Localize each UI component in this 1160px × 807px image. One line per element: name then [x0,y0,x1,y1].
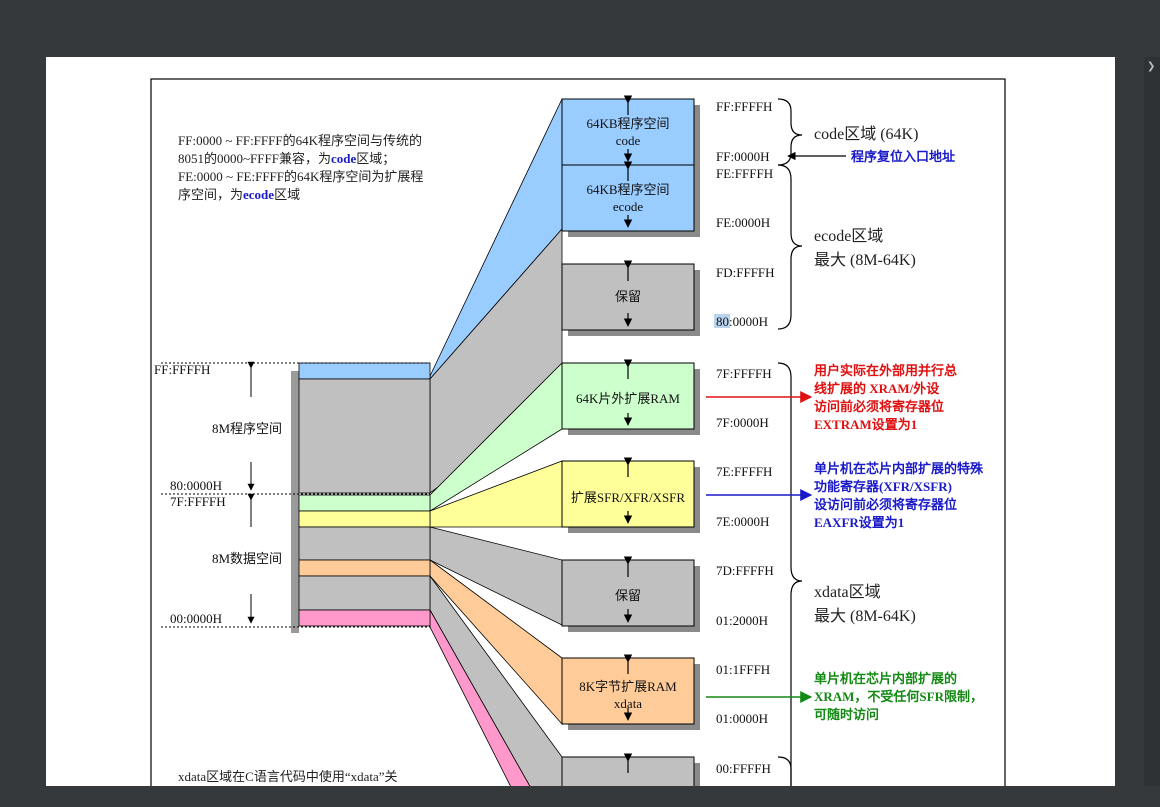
annotation-blue-2: 功能寄存器(XFR/XSFR) [814,479,952,494]
left-seg-sfr [298,510,431,528]
addr-ff-ffff: FF:FFFFH [716,99,772,114]
region-ecode-label: ecode区域 [814,227,883,245]
annotation-green-2: XRAM，不受任何SFR限制， [814,689,983,704]
brace-code [777,98,803,166]
addr-7f-ffff: 7F:FFFFH [716,366,772,381]
addr-01-1fff: 01:1FFFH [716,662,770,677]
viewer-toolbar [0,0,1160,57]
addr-7e-0000: 7E:0000H [716,514,769,529]
annotation-red-1: 用户实际在外部用并行总 [813,363,957,378]
region-ecode-size: 最大 (8M-64K) [814,251,916,269]
region-code-label: code区域 (64K) [814,125,918,143]
block-ecode: 64KB程序空间 ecode [561,164,700,237]
block-xdata-line2: xdata [614,696,642,711]
addr-7f-0000: 7F:0000H [716,415,769,430]
addr-80-0000: 80:0000H [716,314,768,329]
viewer-bottom-bar [0,786,1160,807]
next-page-arrow-icon[interactable]: ❯ [1147,61,1156,72]
left-seg-low [298,575,431,611]
annotation-ext-ram: 用户实际在外部用并行总 线扩展的 XRAM/外设 访问前必须将寄存器位 EXTR… [813,363,957,432]
block-ext-ram: 64K片外扩展RAM [561,362,700,435]
annotation-sfr: 单片机在芯片内部扩展的特殊 功能寄存器(XFR/XSFR) 设访问前必须将寄存器… [814,461,984,530]
viewer-scroll-strip[interactable]: ❯ [1144,57,1160,786]
block-reserved-2: 保留 [561,559,700,632]
memory-map-diagram: FF:FFFFH 8M程序空间 80:0000H 7F:FFFFH 8M数据空间… [150,78,1006,786]
left-data-space-label: 8M数据空间 [212,551,282,566]
brace-xdata [777,362,803,786]
left-seg-ext-ram [298,494,431,512]
addr-ff-0000: FF:0000H [716,149,769,164]
left-addr-00: 00:0000H [170,611,222,626]
left-addr-7f: 7F:FFFFH [170,494,226,509]
addr-7d-ffff: 7D:FFFFH [716,563,774,578]
note-line-1: FF:0000 ~ FF:FFFF的64K程序空间与传统的 [178,133,422,148]
block-code-line2: code [616,133,641,148]
addr-7e-ffff: 7E:FFFFH [716,464,772,479]
block-code-line1: 64KB程序空间 [586,116,669,131]
left-seg-xdata [298,559,431,577]
annotation-blue-4: EAXFR设置为1 [814,515,904,530]
block-code: 64KB程序空间 code [561,98,700,171]
left-column-shadow [291,371,299,633]
block-reserved-1-label: 保留 [615,289,641,304]
block-ecode-line1: 64KB程序空间 [586,182,669,197]
left-program-space-label: 8M程序空间 [212,421,282,436]
reset-entry-label: 程序复位入口地址 [851,149,955,164]
left-seg-pink [298,609,431,627]
annotation-red-3: 访问前必须将寄存器位 [814,399,944,414]
brace-ecode [777,164,803,330]
left-addr-80: 80:0000H [170,478,222,493]
addr-01-2000: 01:2000H [716,613,768,628]
block-reserved-2-label: 保留 [615,588,641,603]
text-highlight [714,314,730,328]
block-xdata-line1: 8K字节扩展RAM [579,679,677,694]
note-bottom-line: xdata区域在C语言代码中使用“xdata”关 [178,769,398,784]
document-page: FF:FFFFH 8M程序空间 80:0000H 7F:FFFFH 8M数据空间… [46,57,1115,786]
annotation-green-1: 单片机在芯片内部扩展的 [814,671,957,686]
block-ecode-line2: ecode [613,199,644,214]
block-reserved-1: 保留 [561,263,700,336]
note-line-3: FE:0000 ~ FE:FFFF的64K程序空间为扩展程 [178,169,423,184]
left-seg-code [298,362,431,380]
block-ext-ram-label: 64K片外扩展RAM [576,391,680,406]
block-xdata: 8K字节扩展RAM xdata [561,657,700,730]
left-addr-ff: FF:FFFFH [154,362,210,377]
region-xdata-label: xdata区域 [814,583,881,601]
block-bottom [561,756,700,786]
block-sfr: 扩展SFR/XFR/XSFR [561,460,700,533]
addr-fe-0000: FE:0000H [716,215,770,230]
addr-00-ffff: 00:FFFFH [716,761,771,776]
block-sfr-label: 扩展SFR/XFR/XSFR [571,490,685,505]
annotation-red-2: 线扩展的 XRAM/外设 [814,381,940,396]
addr-01-0000: 01:0000H [716,711,768,726]
note-line-4: 序空间，为ecode区域 [178,187,300,202]
annotation-green-3: 可随时访问 [814,707,879,722]
annotation-blue-3: 设访问前必须将寄存器位 [814,497,957,512]
annotation-xdata: 单片机在芯片内部扩展的 XRAM，不受任何SFR限制， 可随时访问 [814,671,983,722]
annotation-red-4: EXTRAM设置为1 [814,417,917,432]
region-xdata-size: 最大 (8M-64K) [814,607,916,625]
annotation-blue-1: 单片机在芯片内部扩展的特殊 [814,461,984,476]
left-seg-reserved [298,526,431,561]
brace-bottom [777,756,792,786]
diagram-frame [150,78,1006,786]
left-seg-program [298,378,431,494]
addr-fd-ffff: FD:FFFFH [716,265,775,280]
note-line-2: 8051的0000~FFFF兼容，为code区域； [178,151,395,167]
addr-fe-ffff: FE:FFFFH [716,166,773,181]
